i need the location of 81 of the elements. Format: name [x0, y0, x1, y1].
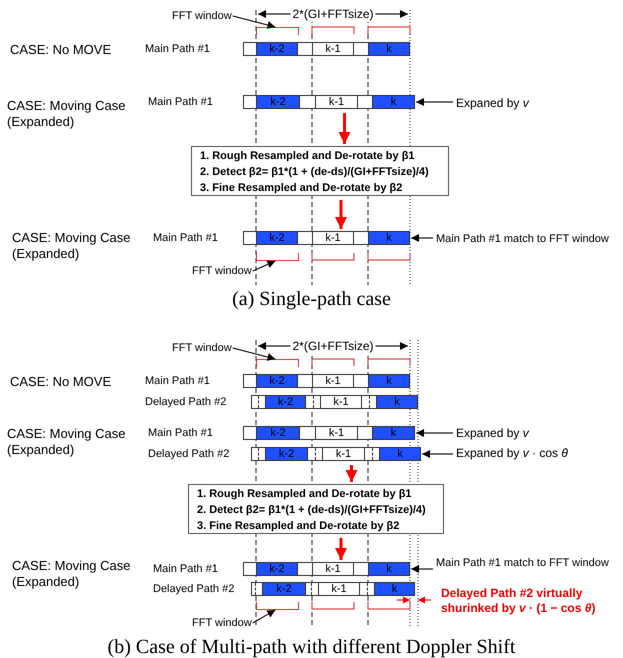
- data-segment: k-2: [256, 374, 298, 388]
- data-segment: k: [368, 231, 410, 245]
- annotation-text: Expaned by v: [456, 426, 529, 440]
- data-segment: k-2: [265, 395, 306, 409]
- data-segment: k: [379, 447, 421, 461]
- data-segment: k: [368, 562, 410, 576]
- step-text: 1. Rough Resampled and De-rotate by β1: [200, 149, 415, 164]
- path-label: Main Path #1: [145, 374, 210, 388]
- arrow: [252, 260, 276, 272]
- arrow: [416, 429, 454, 437]
- window-bracket: [256, 359, 299, 367]
- process-arrow: [335, 538, 347, 560]
- path-label: Main Path #1: [153, 562, 218, 576]
- arrow: [416, 98, 454, 106]
- step-text: 1. Rough Resampled and De-rotate by β1: [197, 487, 412, 502]
- dimension-label: 2*(GI+FFTsize): [290, 339, 376, 354]
- data-segment: k: [368, 374, 410, 388]
- path-label: Delayed Path #2: [148, 447, 230, 461]
- step-text: 3. Fine Resampled and De-rotate by β2: [200, 181, 402, 196]
- data-segment: k-1: [312, 42, 354, 56]
- case-label: CASE: Moving Case (Expanded): [12, 558, 132, 590]
- annotation-text: Expaned by v · cos θ: [456, 446, 568, 460]
- case-label: CASE: No MOVE: [10, 42, 112, 58]
- annotation-text: Delayed Path #2 virtually shurinked by v · (1 − cos θ): [441, 586, 596, 616]
- step-text: 2. Detect β2= β1*(1 + (de-ds)/(GI+FFTsize)/4): [200, 165, 429, 180]
- data-segment: k-1: [312, 562, 354, 576]
- annotation-text: Main Path #1 match to FFT window: [436, 232, 609, 246]
- data-segment: k: [374, 582, 415, 596]
- process-arrow: [346, 465, 358, 482]
- data-segment: k-2: [256, 426, 300, 440]
- annotation-text: FFT window: [192, 616, 252, 630]
- annotation-text: FFT window: [192, 264, 252, 278]
- path-label: Main Path #1: [153, 231, 218, 245]
- window-bracket: [256, 27, 299, 35]
- arrow: [252, 610, 276, 624]
- caption: (b) Case of Multi-path with different Doppler Shift: [106, 636, 516, 658]
- case-label: CASE: Moving Case (Expanded): [7, 426, 126, 458]
- annotation-text: FFT window: [172, 341, 232, 355]
- window-bracket: [256, 602, 299, 610]
- step-text: 3. Fine Resampled and De-rotate by β2: [197, 519, 400, 534]
- data-segment: k-1: [318, 582, 360, 596]
- case-label: CASE: No MOVE: [10, 374, 112, 390]
- data-segment: k-1: [312, 231, 354, 245]
- data-segment: k: [368, 42, 410, 56]
- arrow: [232, 348, 276, 361]
- arrow: [410, 234, 434, 242]
- data-segment: k-2: [262, 582, 306, 596]
- data-segment: k-1: [320, 395, 362, 409]
- data-segment: k-2: [256, 231, 298, 245]
- process-arrow: [335, 200, 347, 229]
- data-segment: k: [372, 426, 415, 440]
- caption: (a) Single-path case: [231, 288, 392, 311]
- data-segment: k-1: [312, 374, 354, 388]
- path-label: Main Path #1: [145, 42, 210, 56]
- path-label: Main Path #1: [148, 95, 213, 109]
- annotation-text: Expaned by v: [456, 96, 529, 110]
- dimension-label: 2*(GI+FFTsize): [290, 7, 376, 22]
- data-segment: k-2: [265, 447, 308, 461]
- data-segment: k-2: [256, 42, 298, 56]
- step-text: 2. Detect β2= β1*(1 + (de-ds)/(GI+FFTsize)/4): [197, 503, 426, 518]
- data-segment: k-1: [322, 447, 365, 461]
- data-segment: k-1: [315, 95, 358, 109]
- path-label: Main Path #1: [148, 426, 213, 440]
- process-arrow: [338, 113, 350, 144]
- arrow: [422, 450, 454, 458]
- arrow: [232, 16, 276, 29]
- path-label: Delayed Path #2: [145, 395, 226, 409]
- annotation-text: Main Path #1 match to FFT window: [436, 556, 609, 570]
- arrow: [410, 565, 434, 573]
- data-segment: k-1: [315, 426, 358, 440]
- path-label: Delayed Path #2: [153, 582, 234, 596]
- data-segment: k: [376, 395, 418, 409]
- process-box: [188, 484, 444, 534]
- process-box: [191, 146, 449, 196]
- data-segment: k: [372, 95, 415, 109]
- data-segment: k-2: [256, 95, 300, 109]
- window-bracket: [256, 253, 299, 261]
- case-label: CASE: Moving Case (Expanded): [12, 230, 132, 262]
- data-segment: k-2: [256, 562, 298, 576]
- annotation-text: FFT window: [172, 9, 232, 23]
- case-label: CASE: Moving Case (Expanded): [7, 98, 126, 130]
